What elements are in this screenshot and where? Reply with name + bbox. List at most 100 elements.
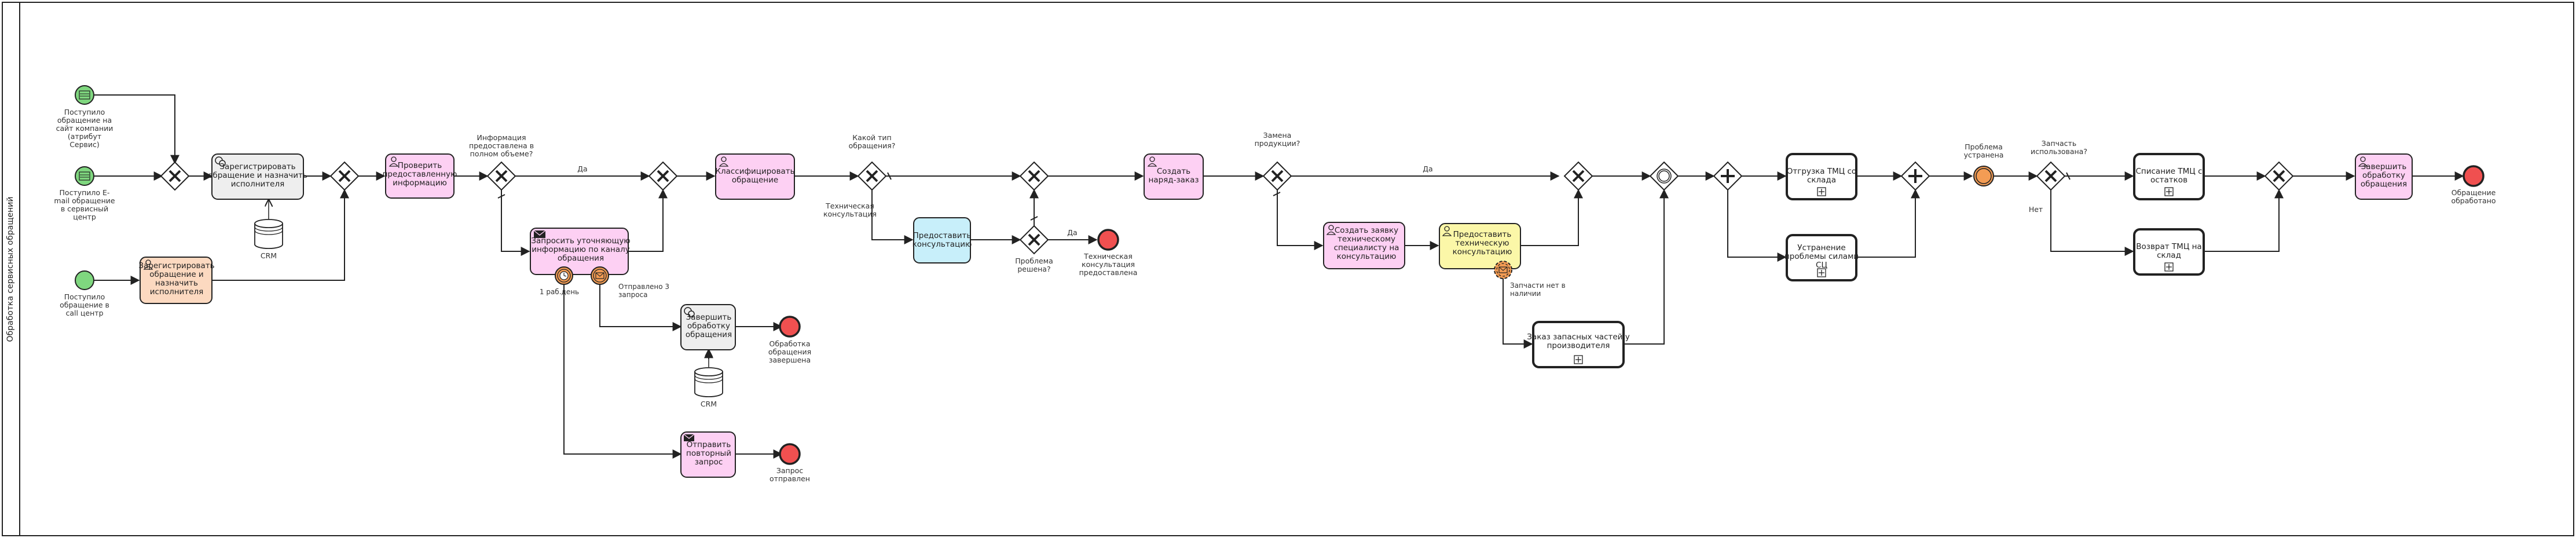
end-event-done[interactable]: [779, 316, 801, 338]
gateway-problem-solved[interactable]: [1019, 225, 1049, 255]
gateway-merge-start[interactable]: [160, 161, 190, 191]
sequence-flows: [93, 94, 2464, 459]
boundary-timer[interactable]: [555, 266, 573, 285]
user-icon: [719, 156, 729, 167]
end-event-requery[interactable]: [779, 443, 801, 465]
message-icon: [79, 171, 90, 181]
gateway-spare-used[interactable]: [2036, 161, 2066, 191]
timer-label: 1 раб.день: [540, 288, 579, 296]
user-icon: [1147, 156, 1157, 167]
gateway-event-based[interactable]: [1649, 161, 1679, 191]
user-icon: [143, 259, 153, 270]
crm2-label: CRM: [701, 400, 717, 408]
gateway-merge-type[interactable]: [1019, 161, 1049, 191]
boundary-message[interactable]: [591, 266, 609, 285]
gear-icon: [684, 307, 695, 317]
expand-icon[interactable]: [1817, 187, 1826, 196]
gateway-replace-product[interactable]: [1262, 161, 1292, 191]
gateway-merge-register[interactable]: [329, 161, 360, 191]
gateway-parallel-join[interactable]: [1900, 161, 1930, 191]
start-event-call[interactable]: [75, 270, 94, 290]
gateway-parallel-split[interactable]: [1713, 161, 1743, 191]
expand-icon[interactable]: [1817, 268, 1826, 277]
expand-icon[interactable]: [2164, 187, 2174, 196]
flow-label-yes-3: Да: [1423, 164, 1432, 173]
start-event-email[interactable]: [75, 166, 94, 186]
gateway-merge-replace[interactable]: [1563, 161, 1593, 191]
expand-icon[interactable]: [1574, 355, 1583, 364]
expand-icon[interactable]: [2164, 262, 2174, 272]
flow-label-no-1: Нет: [2029, 205, 2043, 214]
gateway-merge-spare[interactable]: [2264, 161, 2294, 191]
user-icon: [1442, 226, 1452, 236]
data-store-crm1[interactable]: [254, 219, 283, 249]
end-event-final[interactable]: [2463, 165, 2485, 187]
gateway-info-full[interactable]: [486, 161, 516, 191]
gateway-merge-info[interactable]: [648, 161, 678, 191]
user-icon: [1326, 225, 1336, 235]
message-icon: [595, 272, 604, 279]
intermediate-event-problem-fixed[interactable]: [1973, 166, 1994, 186]
gear-icon: [215, 156, 226, 167]
flow-label-yes-2: Да: [1067, 228, 1077, 237]
send-message-icon: [533, 230, 546, 238]
data-store-crm2[interactable]: [694, 367, 723, 397]
flow-label-yes-1: Да: [577, 164, 587, 173]
end-event-consult[interactable]: [1097, 229, 1119, 251]
crm1-label: CRM: [261, 251, 277, 260]
boundary-parts[interactable]: [1494, 261, 1512, 279]
message-icon: [1498, 266, 1508, 273]
gateway-request-type[interactable]: [857, 161, 887, 191]
start-event-site[interactable]: [75, 85, 94, 105]
user-icon: [2358, 156, 2368, 167]
clock-icon: [559, 271, 569, 280]
